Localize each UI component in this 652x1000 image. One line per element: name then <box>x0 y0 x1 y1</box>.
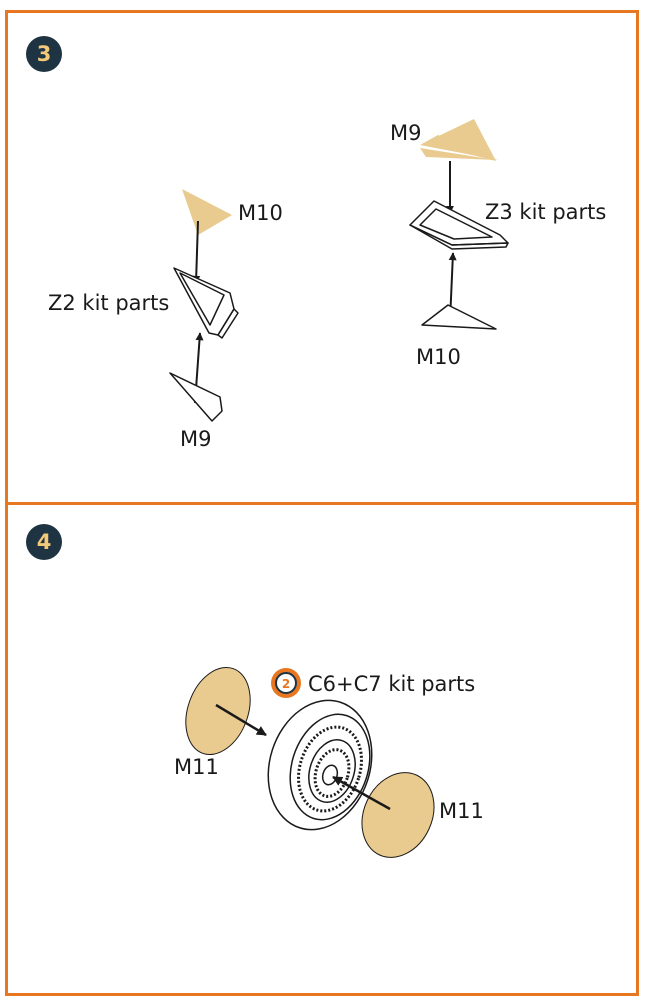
label-m10-right: M10 <box>416 345 461 369</box>
label-m9-right: M9 <box>390 121 421 145</box>
label-z3-kit-parts: Z3 kit parts <box>485 200 606 224</box>
part-m9-right-shape <box>424 119 496 161</box>
part-m11-right <box>361 772 435 858</box>
label-z2-kit-parts: Z2 kit parts <box>48 291 169 315</box>
step-4-diagram: 2 C6+C7 kit parts M11 M11 <box>174 666 484 858</box>
part-m10-left <box>182 189 232 235</box>
arrow-m11-right-to-wheel <box>332 775 391 811</box>
step-3-panel: 3 M10 Z2 kit parts M9 <box>5 10 639 505</box>
part-m9-left <box>169 372 223 422</box>
part-m10-right <box>421 304 497 330</box>
part-z2-kit <box>173 267 239 339</box>
label-m9-left: M9 <box>180 427 211 451</box>
label-m11-right: M11 <box>439 799 484 823</box>
part-z3-kit <box>409 200 509 250</box>
step-3-diagram: M10 Z2 kit parts M9 M9 Z3 kit parts M10 <box>48 119 606 451</box>
part-m11-left <box>185 666 251 756</box>
label-c6-c7-kit-parts: C6+C7 kit parts <box>308 672 475 696</box>
arrow-m11-left-to-wheel <box>215 703 267 737</box>
label-m11-left: M11 <box>174 755 219 779</box>
step-number-badge: 4 <box>26 524 62 560</box>
part-m9-right-body <box>420 148 496 160</box>
arrow-m10-to-z2 <box>192 220 201 284</box>
step-4-panel: 4 2 C6+C7 kit parts M11 M <box>5 502 639 996</box>
label-m10-left: M10 <box>238 201 283 225</box>
step-number-badge: 3 <box>26 36 62 72</box>
two-parts-icon: 2 <box>271 668 301 698</box>
svg-text:2: 2 <box>282 677 290 691</box>
